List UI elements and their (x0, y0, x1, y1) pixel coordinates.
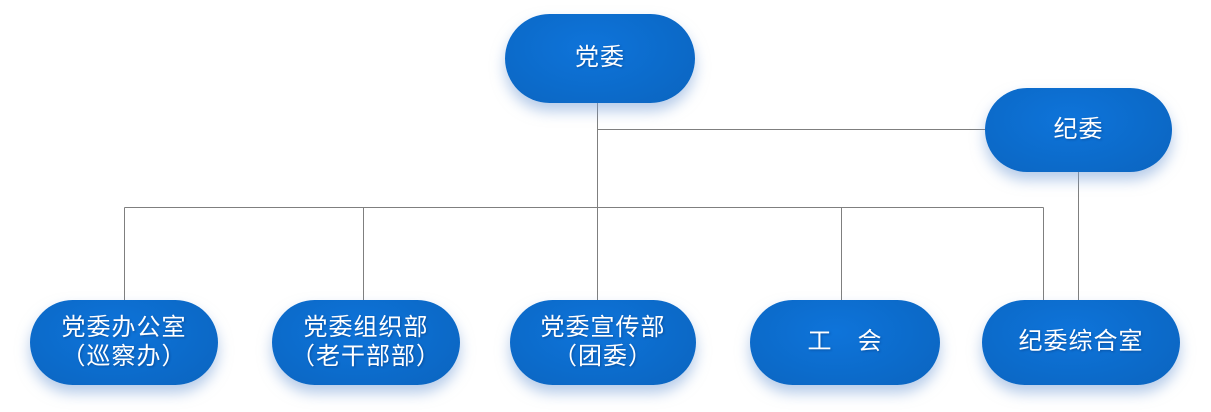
org-node-organization-dept: 党委组织部 （老干部部） (272, 300, 460, 385)
org-node-discipline-office: 纪委综合室 (982, 300, 1180, 385)
org-node-label-line1: 党委办公室 (61, 314, 187, 341)
org-node-label: 纪委 (1053, 116, 1104, 143)
org-node-label: 纪委综合室 (1018, 329, 1144, 355)
org-node-party-committee: 党委 (505, 14, 695, 103)
org-node-discipline-committee: 纪委 (985, 88, 1172, 172)
org-node-label-line2: （老干部部） (291, 343, 441, 370)
org-node-label-line2: （团委） (553, 343, 653, 370)
org-node-label-line1: 党委组织部 (303, 314, 429, 341)
org-node-label: 工 会 (807, 329, 883, 355)
org-node-label-line2: （巡察办） (61, 343, 187, 370)
org-node-publicity-dept: 党委宣传部 （团委） (510, 300, 696, 385)
org-node-labor-union: 工 会 (750, 300, 940, 385)
org-node-party-office: 党委办公室 （巡察办） (30, 300, 218, 385)
org-node-label: 党委 (575, 45, 625, 71)
org-node-label-line1: 党委宣传部 (540, 314, 666, 341)
